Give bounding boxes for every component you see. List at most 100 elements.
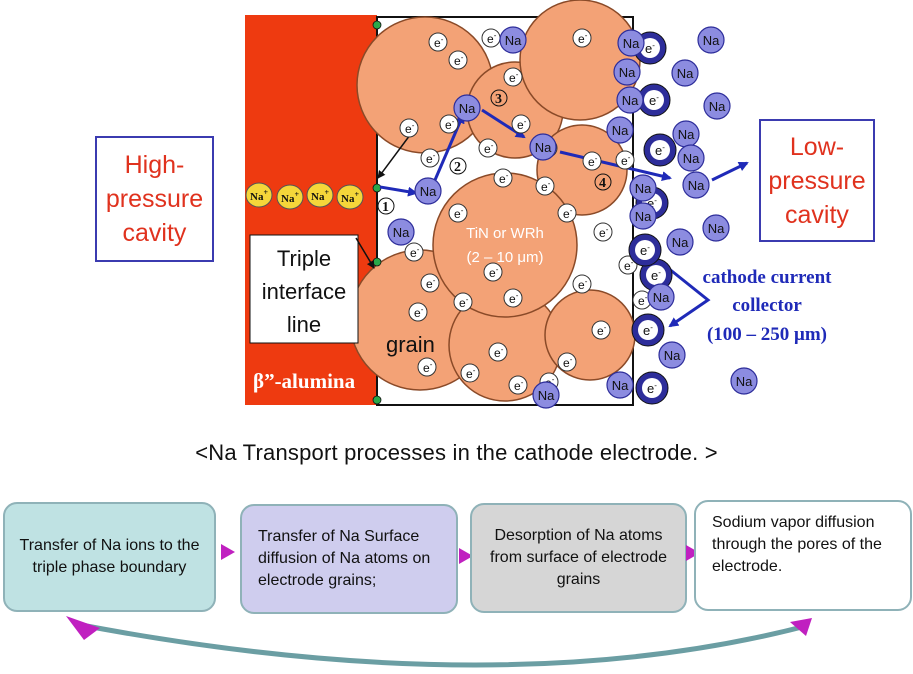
- na-atom-label: Na: [619, 65, 636, 80]
- electron-label: e-: [423, 360, 433, 375]
- step-text: Sodium vapor diffusion through the pores…: [712, 514, 882, 575]
- na-atom: Na: [697, 26, 725, 54]
- electron-marker: e-: [535, 176, 555, 196]
- na-atom: Na: [672, 120, 700, 148]
- electron-label: e-: [509, 70, 519, 85]
- electron-marker: e-: [460, 363, 480, 383]
- na-atom-label: Na: [688, 178, 705, 193]
- low-pressure-line: cavity: [785, 200, 849, 229]
- collector-electron: e-: [637, 83, 671, 117]
- na-atom-label: Na: [393, 225, 410, 240]
- na-atom: Na: [666, 228, 694, 256]
- electron-arrows: [355, 134, 411, 269]
- electron-marker: e-: [582, 151, 602, 171]
- electron-label: e-: [484, 141, 494, 156]
- electron-marker: e-: [453, 292, 473, 312]
- low-pressure-line: Low-: [789, 132, 845, 161]
- collector-electron: e-: [635, 371, 669, 405]
- central-grain-label: TiN or WRh: [466, 225, 544, 242]
- collector-label: cathode current: [703, 267, 833, 288]
- electron-marker: e-: [503, 67, 523, 87]
- electron-label: e-: [514, 378, 524, 393]
- electron-label: e-: [655, 143, 665, 158]
- na-atom: Na: [532, 381, 560, 409]
- na-atom: Na: [671, 59, 699, 87]
- na-atom: Na: [414, 177, 442, 205]
- electron-label: e-: [434, 35, 444, 50]
- collector-electron: e-: [631, 313, 665, 347]
- collector-label: (100 – 250 μm): [707, 324, 827, 345]
- na-atom-label: Na: [677, 66, 694, 81]
- electron-marker: e-: [428, 32, 448, 52]
- electron-label: e-: [643, 323, 653, 338]
- na-atom-label: Na: [709, 99, 726, 114]
- electron-marker: e-: [488, 342, 508, 362]
- na-ion-label: Na+: [311, 188, 329, 203]
- high-pressure-line: cavity: [122, 219, 187, 247]
- electron-marker: e-: [493, 168, 513, 188]
- step-markers: 1 2 3 4: [377, 89, 612, 215]
- grain-label: grain: [386, 332, 435, 357]
- electron-label: e-: [621, 153, 631, 168]
- na-atom-label: Na: [653, 290, 670, 305]
- step-number: 1: [382, 200, 389, 215]
- electron-label: e-: [499, 171, 509, 186]
- na-atom: Na: [616, 86, 644, 114]
- electron-label: e-: [454, 53, 464, 68]
- step-text: Desorption of Na atoms from surface of e…: [490, 527, 667, 588]
- na-atom-label: Na: [420, 184, 437, 199]
- electron-marker: e-: [593, 222, 613, 242]
- electron-label: e-: [647, 196, 657, 211]
- electron-marker: e-: [615, 150, 635, 170]
- transport-arrows: [379, 108, 749, 328]
- na-ion-chain: [245, 182, 364, 210]
- na-ion-label: Na+: [250, 188, 268, 203]
- step-number: 2: [454, 160, 461, 175]
- step-box-1: Transfer of Na ions to the triple phase …: [3, 502, 216, 612]
- na-atom-label: Na: [538, 388, 555, 403]
- cycle-arc: [75, 621, 807, 668]
- na-atom: Na: [682, 171, 710, 199]
- cathode-diagram: Na+ Na+ Na+ Na+ Triple interface line β”…: [245, 0, 833, 409]
- electron-label: e-: [466, 366, 476, 381]
- na-atom-label: Na: [635, 209, 652, 224]
- electron-label: e-: [405, 121, 415, 136]
- electron-label: e-: [640, 243, 650, 258]
- na-atom-label: Na: [678, 127, 695, 142]
- na-atom-label: Na: [708, 221, 725, 236]
- electron-marker: e-: [511, 114, 531, 134]
- electron-label: e-: [563, 355, 573, 370]
- collector-electron: e-: [643, 133, 677, 167]
- electron-label: e-: [578, 31, 588, 46]
- step-box-2: Transfer of Na Surface diffusion of Na a…: [240, 504, 458, 614]
- electron-marker: e-: [572, 28, 592, 48]
- na-atom: Na: [629, 202, 657, 230]
- step-arrow: [459, 548, 473, 564]
- electron-marker: e-: [399, 118, 419, 138]
- high-pressure-line: pressure: [105, 185, 204, 213]
- electron-marker: e-: [557, 203, 577, 223]
- na-ion-label: Na+: [341, 190, 359, 205]
- step-number: 3: [495, 92, 502, 107]
- electron-label: e-: [509, 291, 519, 306]
- low-pressure-box: Low- pressure cavity: [759, 119, 875, 242]
- electron-label: e-: [426, 151, 436, 166]
- na-atom-label: Na: [459, 101, 476, 116]
- figure-caption: <Na Transport processes in the cathode e…: [195, 440, 718, 465]
- collector-electron: e-: [628, 233, 662, 267]
- na-atom-label: Na: [672, 235, 689, 250]
- triple-interface-box: [249, 234, 359, 344]
- electron-marker: e-: [448, 203, 468, 223]
- triple-interface-label: interface: [262, 279, 346, 304]
- na-atom: Na: [606, 371, 634, 399]
- electron-label: e-: [624, 258, 634, 273]
- na-atom-label: Na: [623, 36, 640, 51]
- na-atom-label: Na: [683, 151, 700, 166]
- step-box-4: Sodium vapor diffusion through the pores…: [694, 500, 912, 611]
- step-arrow: [221, 544, 235, 560]
- na-atom: Na: [613, 58, 641, 86]
- electron-marker: e-: [448, 50, 468, 70]
- electron-label: e-: [445, 117, 455, 132]
- electron-marker: e-: [591, 320, 611, 340]
- electron-label: e-: [459, 295, 469, 310]
